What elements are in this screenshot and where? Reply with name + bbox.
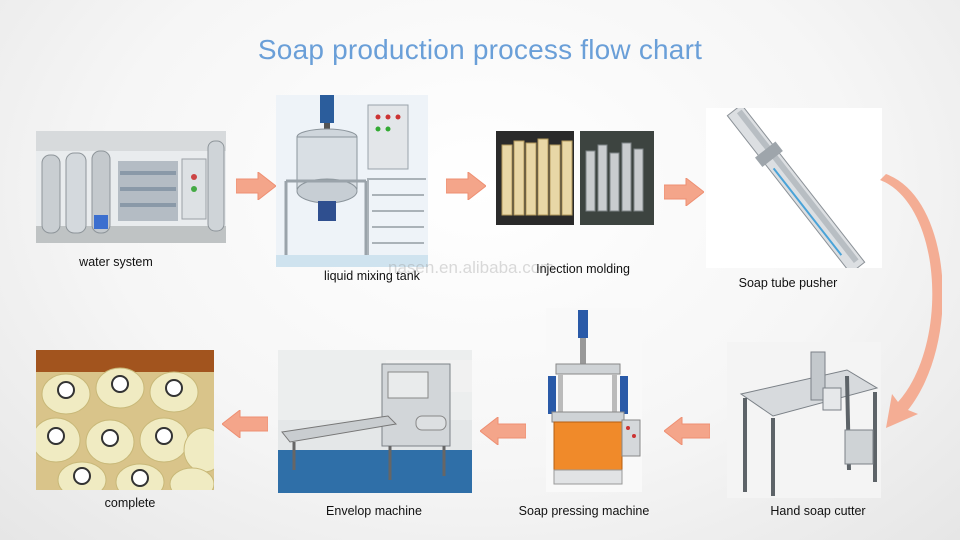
step-label-soap-tube-pusher: Soap tube pusher [738, 276, 838, 290]
step-label-envelop-machine: Envelop machine [326, 504, 422, 518]
step-label-water-system: water system [79, 255, 153, 269]
injection-molding-photo-2 [580, 131, 654, 225]
flow-arrow-right-3 [664, 178, 704, 206]
step-label-injection-molding: Injection molding [536, 262, 630, 276]
step-label-hand-soap-cutter: Hand soap cutter [770, 504, 866, 518]
injection-molding-photo-1 [496, 131, 574, 225]
step-label-liquid-mixing-tank: liquid mixing tank [324, 269, 420, 283]
watermark-text: nasen.en.alibaba.com [388, 258, 555, 277]
hand-soap-cutter-photo [727, 342, 881, 498]
flow-arrow-left-2 [480, 417, 526, 445]
flow-arrow-curved-down [872, 174, 942, 436]
flow-arrow-right-1 [236, 172, 276, 200]
chart-title: Soap production process flow chart [257, 34, 703, 65]
step-label-soap-pressing-machine: Soap pressing machine [518, 504, 650, 518]
step-label-complete: complete [104, 496, 156, 510]
flow-arrow-left-1 [664, 417, 710, 445]
flow-arrow-left-3 [222, 410, 268, 438]
water-system-photo [36, 131, 226, 243]
complete-soap-photo [36, 350, 214, 490]
soap-tube-pusher-photo [706, 108, 882, 268]
liquid-mixing-tank-photo [276, 95, 428, 267]
soap-pressing-machine-photo [546, 308, 642, 492]
flow-arrow-right-2 [446, 172, 486, 200]
envelop-machine-photo [278, 350, 472, 493]
